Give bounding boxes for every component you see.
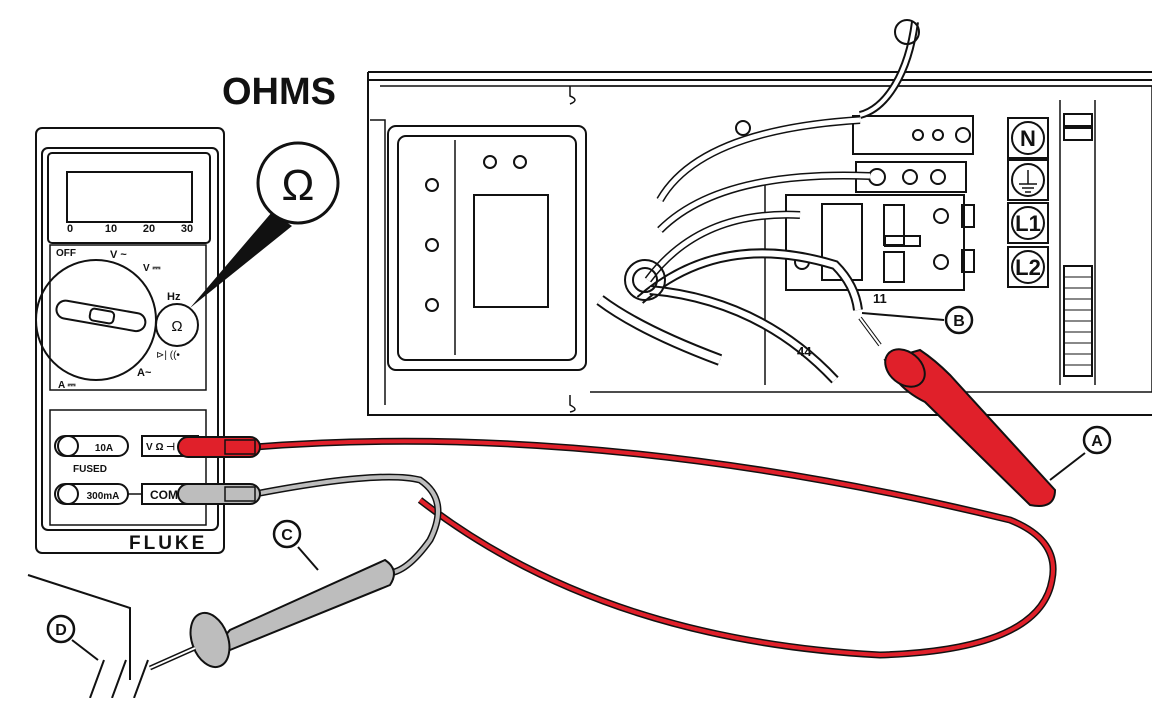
terminal-n-label: N [1020, 126, 1036, 151]
jack-300ma: 300mA [87, 491, 120, 502]
red-lead [177, 316, 1057, 659]
callout-d: D [46, 614, 99, 661]
callout-b: B [861, 305, 974, 335]
jack-com: COM [150, 488, 178, 502]
jack-10a: 10A [95, 443, 113, 454]
dial-v-dc: V ⎓ [143, 263, 160, 274]
dial-hz: Hz [167, 291, 181, 303]
brand-logo: FLUKE [129, 533, 207, 554]
equipment-panel [367, 19, 1152, 416]
callout-a-label: A [1091, 433, 1103, 450]
jack-v-ohm: V Ω ⊣ [146, 442, 175, 453]
gray-lead [148, 473, 442, 671]
callout-a: A [1049, 425, 1112, 481]
wire-44-label: 44 [797, 344, 812, 359]
dial-a-ac: A~ [137, 367, 152, 379]
scale-20: 20 [143, 223, 155, 235]
scale-10: 10 [105, 223, 117, 235]
meter-labels: 0 10 20 30 OFF V ~ V ⎓ Hz Ω A ⎓ A~ ⊳| ((… [56, 223, 207, 554]
terminal-l1-label: L1 [1015, 211, 1041, 236]
multimeter [35, 127, 225, 554]
dial-ohm: Ω [171, 318, 182, 335]
dial-off: OFF [56, 248, 76, 259]
callout-d-label: D [55, 622, 67, 639]
dial-v-ac: V ~ [110, 249, 127, 261]
ohm-callout-symbol: Ω [282, 161, 315, 210]
page-title: OHMS [222, 71, 336, 113]
terminal-l2-label: L2 [1015, 255, 1041, 280]
callout-c: C [272, 519, 319, 571]
ground-surface [27, 574, 149, 699]
scale-0: 0 [67, 223, 73, 235]
scale-30: 30 [181, 223, 193, 235]
dial-diode-continuity-icon: ⊳| ((• [156, 350, 180, 361]
wire-11-label: 11 [873, 291, 887, 306]
ohm-callout: Ω [190, 141, 340, 308]
jack-fused: FUSED [73, 464, 107, 475]
callout-c-label: C [281, 527, 293, 544]
dial-a-dc: A ⎓ [58, 380, 76, 391]
callout-b-label: B [953, 313, 965, 330]
